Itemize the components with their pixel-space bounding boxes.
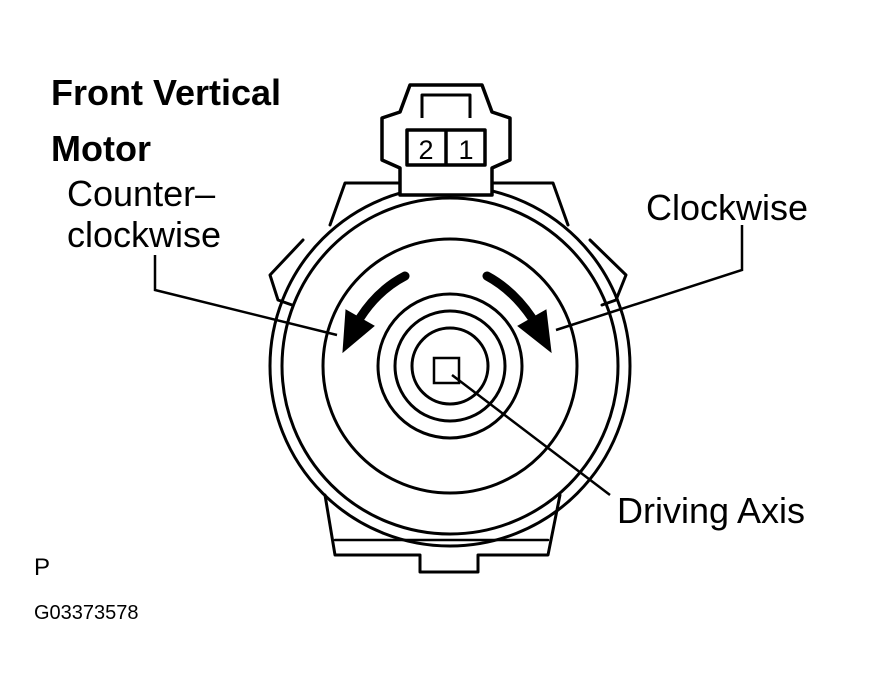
connector-pin-1: 1 (458, 135, 473, 165)
ccw-arrow-head (342, 309, 375, 354)
driving-axis-leader (451, 374, 611, 496)
left-tab (268, 238, 305, 307)
footer-code: G03373578 (34, 602, 139, 624)
hub-ring-2 (393, 309, 507, 423)
cw-arrow-head (517, 309, 552, 354)
hub-ring-3 (410, 326, 490, 406)
driving-axis-socket (432, 356, 461, 385)
title-line-1: Front Vertical (51, 72, 282, 113)
outer-ring-inner (280, 196, 620, 536)
right-tab (588, 238, 628, 307)
ccw-label-line-2: clockwise (67, 214, 222, 255)
cw-arrow-arc (482, 271, 537, 323)
title-line-2: Motor (51, 128, 151, 169)
ccw-label-line-1: Counter– (67, 173, 216, 214)
middle-ring (321, 237, 579, 495)
housing-bottom (323, 493, 562, 574)
connector-pin-2: 2 (418, 135, 433, 165)
driving-axis-label: Driving Axis (617, 490, 806, 531)
ccw-arrow-arc (355, 271, 410, 323)
cw-label: Clockwise (646, 187, 809, 228)
footer-p: P (34, 554, 51, 581)
connector-latch (420, 93, 472, 118)
ccw-leader (153, 255, 338, 337)
cw-leader (555, 225, 744, 332)
hub-ring-1 (376, 292, 524, 440)
